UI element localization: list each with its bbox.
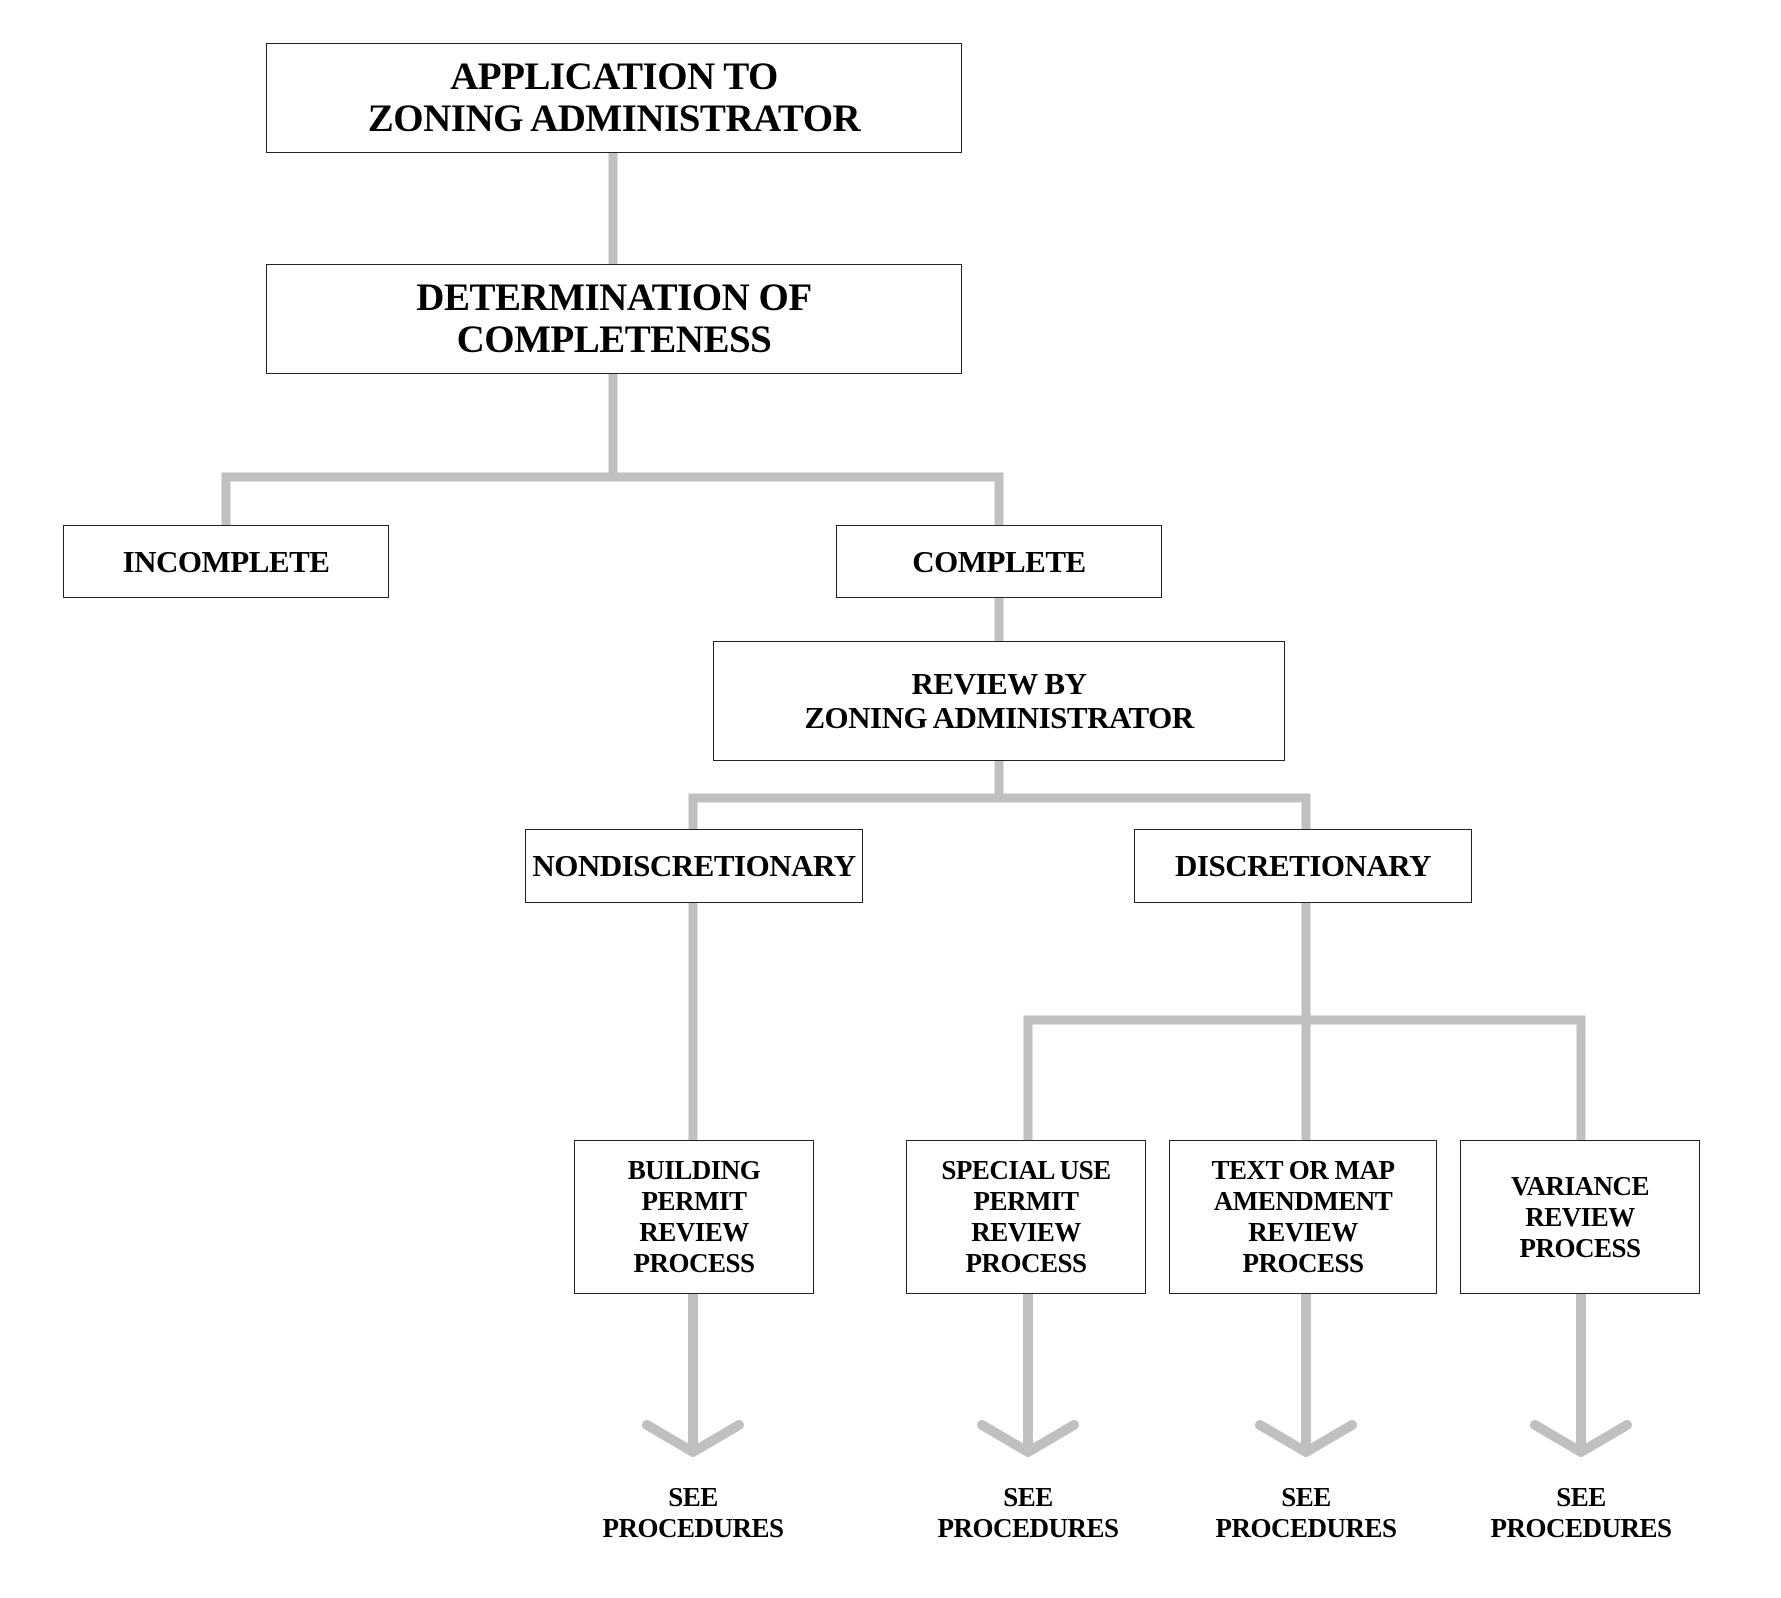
text-map-line-3: REVIEW xyxy=(1248,1217,1358,1247)
arrowhead-down-icon xyxy=(1530,1420,1632,1457)
nondiscretionary-box: NONDISCRETIONARY xyxy=(525,829,863,903)
building-permit-line-4: PROCESS xyxy=(633,1248,755,1278)
incomplete-box: INCOMPLETE xyxy=(63,525,389,598)
review-line-1: REVIEW BY xyxy=(911,666,1087,701)
application-box: APPLICATION TO ZONING ADMINISTRATOR xyxy=(266,43,962,153)
application-line-2: ZONING ADMINISTRATOR xyxy=(367,97,861,140)
variance-box: VARIANCE REVIEW PROCESS xyxy=(1460,1140,1700,1294)
special-use-line-4: PROCESS xyxy=(965,1248,1087,1278)
procedures-line-1: SEE xyxy=(668,1482,718,1512)
complete-label: COMPLETE xyxy=(912,543,1086,579)
application-line-1: APPLICATION TO xyxy=(450,55,778,98)
special-use-line-3: REVIEW xyxy=(971,1217,1081,1247)
text-map-line-1: TEXT OR MAP xyxy=(1211,1155,1395,1185)
procedures-line-2: PROCEDURES xyxy=(937,1513,1119,1543)
procedures-line-1: SEE xyxy=(1556,1482,1606,1512)
arrowhead-down-icon xyxy=(642,1420,744,1457)
arrowhead-down-icon xyxy=(1255,1420,1357,1457)
variance-line-3: PROCESS xyxy=(1519,1232,1641,1263)
building-permit-line-3: REVIEW xyxy=(639,1217,749,1247)
text-map-box: TEXT OR MAP AMENDMENT REVIEW PROCESS xyxy=(1169,1140,1437,1294)
review-box: REVIEW BY ZONING ADMINISTRATOR xyxy=(713,641,1285,761)
determination-box: DETERMINATION OF COMPLETENESS xyxy=(266,264,962,374)
variance-line-1: VARIANCE xyxy=(1510,1170,1650,1201)
building-permit-box: BUILDING PERMIT REVIEW PROCESS xyxy=(574,1140,814,1294)
procedures-line-2: PROCEDURES xyxy=(1215,1513,1397,1543)
arrowhead-down-icon xyxy=(977,1420,1079,1457)
determination-line-2: COMPLETENESS xyxy=(456,318,772,361)
discretionary-label: DISCRETIONARY xyxy=(1175,848,1431,883)
connector-completeness-branch xyxy=(221,472,1004,525)
text-map-line-4: PROCESS xyxy=(1242,1248,1364,1278)
procedures-line-1: SEE xyxy=(1003,1482,1053,1512)
special-use-box: SPECIAL USE PERMIT REVIEW PROCESS xyxy=(906,1140,1146,1294)
procedures-note-variance: SEE PROCEDURES xyxy=(1461,1482,1701,1544)
text-map-line-2: AMENDMENT xyxy=(1213,1186,1393,1216)
nondiscretionary-label: NONDISCRETIONARY xyxy=(532,848,856,883)
procedures-line-2: PROCEDURES xyxy=(1490,1513,1672,1543)
connector-review-branch xyxy=(688,793,1311,829)
procedures-line-1: SEE xyxy=(1281,1482,1331,1512)
building-permit-line-1: BUILDING xyxy=(627,1155,761,1185)
building-permit-line-2: PERMIT xyxy=(641,1186,748,1216)
determination-line-1: DETERMINATION OF xyxy=(416,276,812,319)
review-line-2: ZONING ADMINISTRATOR xyxy=(804,700,1194,735)
special-use-line-1: SPECIAL USE xyxy=(941,1155,1111,1185)
procedures-note-special-use: SEE PROCEDURES xyxy=(908,1482,1148,1544)
procedures-note-text-map: SEE PROCEDURES xyxy=(1186,1482,1426,1544)
special-use-line-2: PERMIT xyxy=(973,1186,1080,1216)
discretionary-box: DISCRETIONARY xyxy=(1134,829,1472,903)
incomplete-label: INCOMPLETE xyxy=(122,543,330,579)
variance-line-2: REVIEW xyxy=(1525,1201,1635,1232)
complete-box: COMPLETE xyxy=(836,525,1162,598)
connector-discretionary-branch xyxy=(1023,1015,1586,1140)
procedures-line-2: PROCEDURES xyxy=(602,1513,784,1543)
procedures-note-building: SEE PROCEDURES xyxy=(573,1482,813,1544)
